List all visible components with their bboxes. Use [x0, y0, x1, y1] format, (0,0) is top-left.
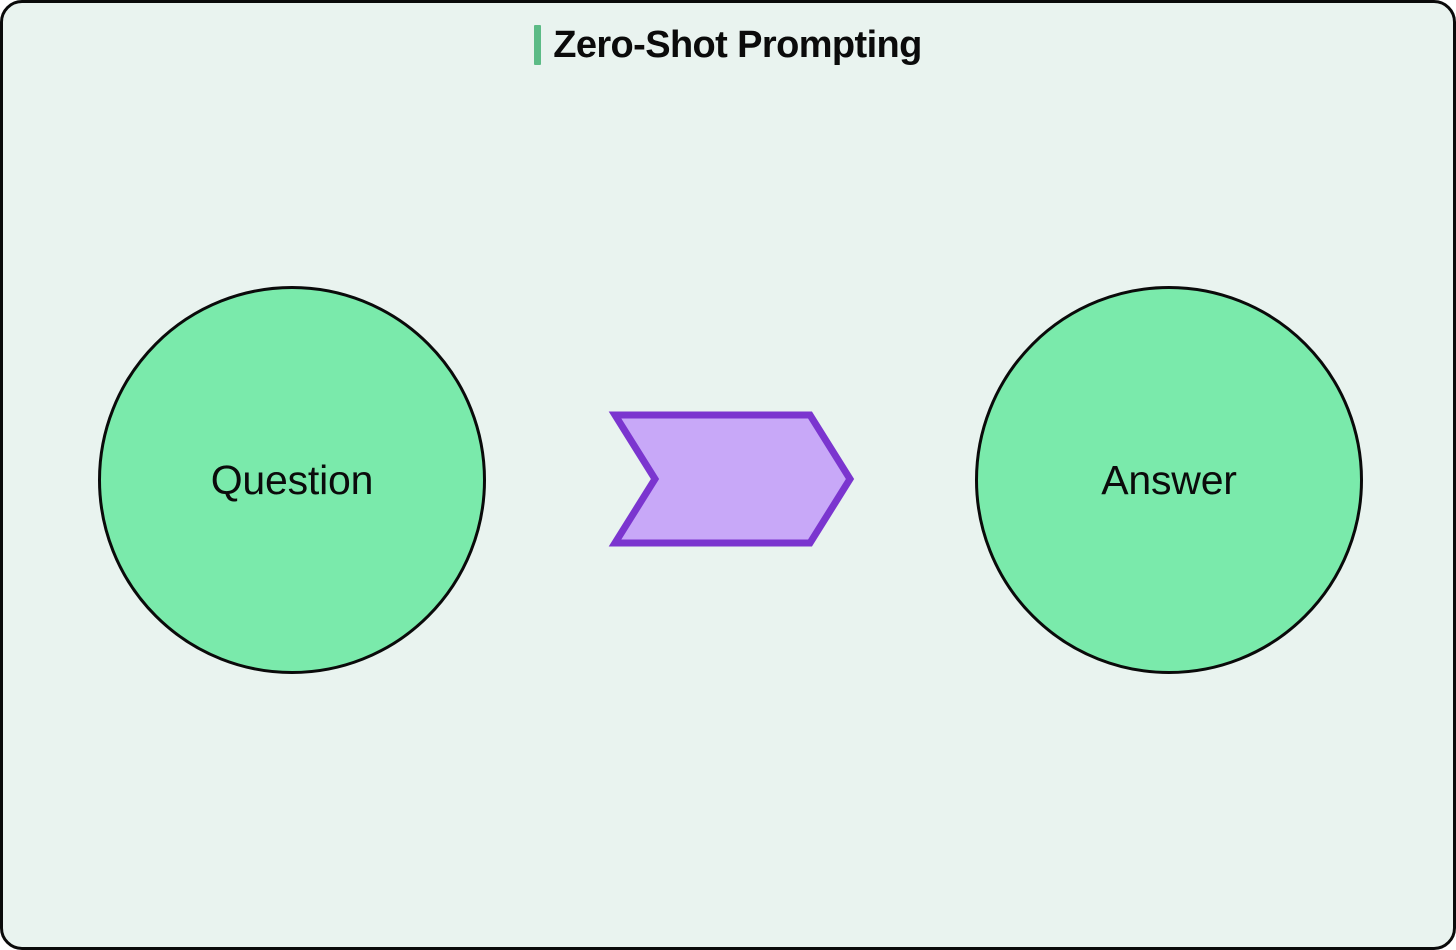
chevron-arrow-icon — [603, 401, 859, 557]
chevron-arrow-shape — [608, 411, 855, 547]
node-answer[interactable]: Answer — [975, 286, 1363, 674]
node-question-label: Question — [210, 456, 374, 503]
diagram-stage: Question Answer — [3, 3, 1453, 947]
node-question[interactable]: Question — [98, 286, 486, 674]
node-answer-label: Answer — [1101, 456, 1237, 503]
